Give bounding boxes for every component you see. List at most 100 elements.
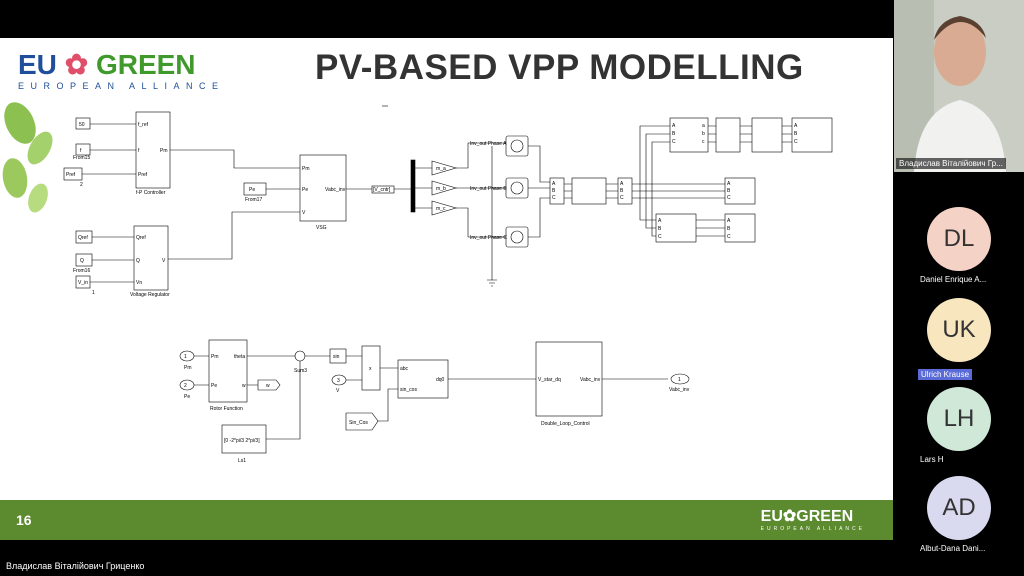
vsg-label: VSG [316, 225, 327, 231]
rotor-w-port: w [242, 383, 246, 389]
vsg-pe-port: Pe [302, 187, 308, 193]
outport-1-label: Vabc_inv [669, 387, 690, 393]
footer-flower-icon: ✿ [782, 508, 797, 525]
from-q-label: Q [80, 258, 84, 264]
footer-logo: EU✿GREEN EUROPEAN ALLIANCE [761, 506, 865, 532]
brk-c2-label: c [702, 139, 705, 145]
logo-eu-text: EU [18, 49, 57, 80]
simulink-diagram: 50 f From15 Pref 2 f_ref f Pref Pm f-P C… [63, 105, 833, 464]
leaf-decoration [2, 102, 53, 213]
load2-b-label: B [727, 226, 731, 232]
double-loop-control-block [535, 341, 603, 417]
rotor-pm-port: Pm [211, 354, 219, 360]
slide-title: PV-BASED VPP MODELLING [315, 48, 804, 87]
flower-icon: ✿ [64, 49, 89, 80]
avatar: UK [927, 298, 991, 362]
fp-pref-port: Pref [138, 172, 148, 178]
fp-controller-label: f-P Controller [136, 190, 166, 196]
fp-controller-block [135, 111, 171, 189]
load1-a-label: A [727, 181, 731, 187]
fp-fref-port: f_ref [138, 122, 149, 128]
voltage-regulator-label: Voltage Regulator [130, 292, 170, 298]
participant-tile[interactable]: DL Daniel Enrique A... [894, 207, 1024, 284]
slide-footer: 16 EU✿GREEN EUROPEAN ALLIANCE [0, 500, 893, 540]
double-loop-label: Double_Loop_Control [541, 421, 590, 427]
participant-tile[interactable]: AD Albut-Dana Dani... [894, 476, 1024, 553]
vr-q-port: Q [136, 258, 140, 264]
gain-b-label: m_b [436, 186, 446, 192]
presenter-silhouette [894, 0, 1024, 172]
abc-dq0-block [397, 359, 449, 399]
vsg-v-port: V [302, 210, 306, 216]
footer-logo-eu: EU [760, 508, 783, 525]
rotor-theta-port: theta [234, 354, 245, 360]
sin-label: sin [333, 354, 340, 360]
participant-tile[interactable]: UK Ulrich Krause [894, 298, 1024, 382]
brk2-a-label: A [658, 218, 662, 224]
gain-a-label: m_a [436, 166, 446, 172]
from-q-block [75, 253, 93, 267]
sincos-port-label: sin_cos [400, 387, 417, 393]
footer-logo-sub: EUROPEAN ALLIANCE [760, 526, 865, 532]
inport-2-label: Pe [184, 394, 190, 400]
goto-vcntr-label: [V_cntr] [373, 187, 391, 193]
participant-name: Daniel Enrique A... [920, 275, 987, 284]
participant-tile[interactable]: LH Lars H [894, 387, 1024, 464]
participant-name: Lars H [920, 455, 944, 464]
brk2-b-label: B [658, 226, 662, 232]
load1-b-label: B [727, 188, 731, 194]
inv-phase-a-label: Inv_out Phase A [470, 141, 507, 147]
vsg-vabc-port: Vabc_inv [325, 187, 346, 193]
logo-subtitle: EUROPEAN ALLIANCE [18, 81, 225, 91]
port-one-label: 1 [92, 290, 95, 296]
rotor-function-label: Rotor Function [210, 406, 243, 412]
outport-1-number: 1 [678, 377, 681, 383]
inv-phase-c-label: Inv_out Phase C [470, 235, 507, 241]
load1-c-label: C [727, 195, 731, 201]
brk-b-label: B [672, 131, 676, 137]
from-f-block [75, 143, 91, 156]
participant-name: Ulrich Krause [918, 369, 973, 380]
avatar: AD [927, 476, 991, 540]
goto-w-label: w [266, 383, 270, 389]
vsg-block [299, 154, 347, 222]
from-qref-label: Qref [78, 235, 88, 241]
double-loop-out-port: Vabc_inv [580, 377, 601, 383]
load2-a-label: A [727, 218, 731, 224]
vsg-pm-port: Pm [302, 166, 310, 172]
voltage-regulator-block [133, 225, 169, 291]
inport-1-number: 1 [184, 354, 187, 360]
constant-50-block [75, 117, 91, 130]
avatar: LH [927, 387, 991, 451]
double-loop-in-port: V_star_dq [538, 377, 561, 383]
vr-qref-port: Qref [136, 235, 146, 241]
eu-green-logo: EU ✿ GREEN EUROPEAN ALLIANCE [18, 48, 225, 91]
inport-3-label: V [336, 388, 340, 394]
avatar: DL [927, 207, 991, 271]
ls1-constant-value: [0 -2*pi/3 2*pi/3] [224, 438, 260, 444]
const-50-label: 50 [79, 122, 85, 128]
rotor-function-block [208, 339, 248, 403]
presenter-video[interactable]: Владислав Віталійович Гр... [894, 0, 1024, 172]
from-sincos-label: Sin_Cos [349, 420, 368, 426]
from-pe-label: Pe [249, 187, 255, 193]
brk-a-label: A [672, 123, 676, 129]
inport-1-label: Pm [184, 365, 192, 371]
logo-green-text: GREEN [95, 49, 196, 80]
sum3-label: Sum3 [294, 368, 307, 374]
brk-a2-label: a [702, 123, 705, 129]
participant-name: Albut-Dana Dani... [920, 544, 986, 553]
from-f-label: f [80, 148, 82, 154]
inv-phase-b-label: Inv_out Phase B [470, 186, 507, 192]
dq0-port-label: dq0 [436, 377, 445, 383]
grid-c-label: C [794, 139, 798, 145]
meas-b-label: B [552, 188, 556, 194]
brk-b2-label: b [702, 131, 705, 137]
grid-b-label: B [794, 131, 798, 137]
inport-3-number: 3 [337, 378, 340, 384]
presentation-slide: EU ✿ GREEN EUROPEAN ALLIANCE PV-BASED VP… [0, 38, 893, 540]
presenter-name: Владислав Віталійович Гр... [896, 158, 1006, 169]
goto-vcntr-block [371, 185, 395, 194]
load2-c-label: C [727, 234, 731, 240]
fp-pm-port: Pm [160, 148, 168, 154]
